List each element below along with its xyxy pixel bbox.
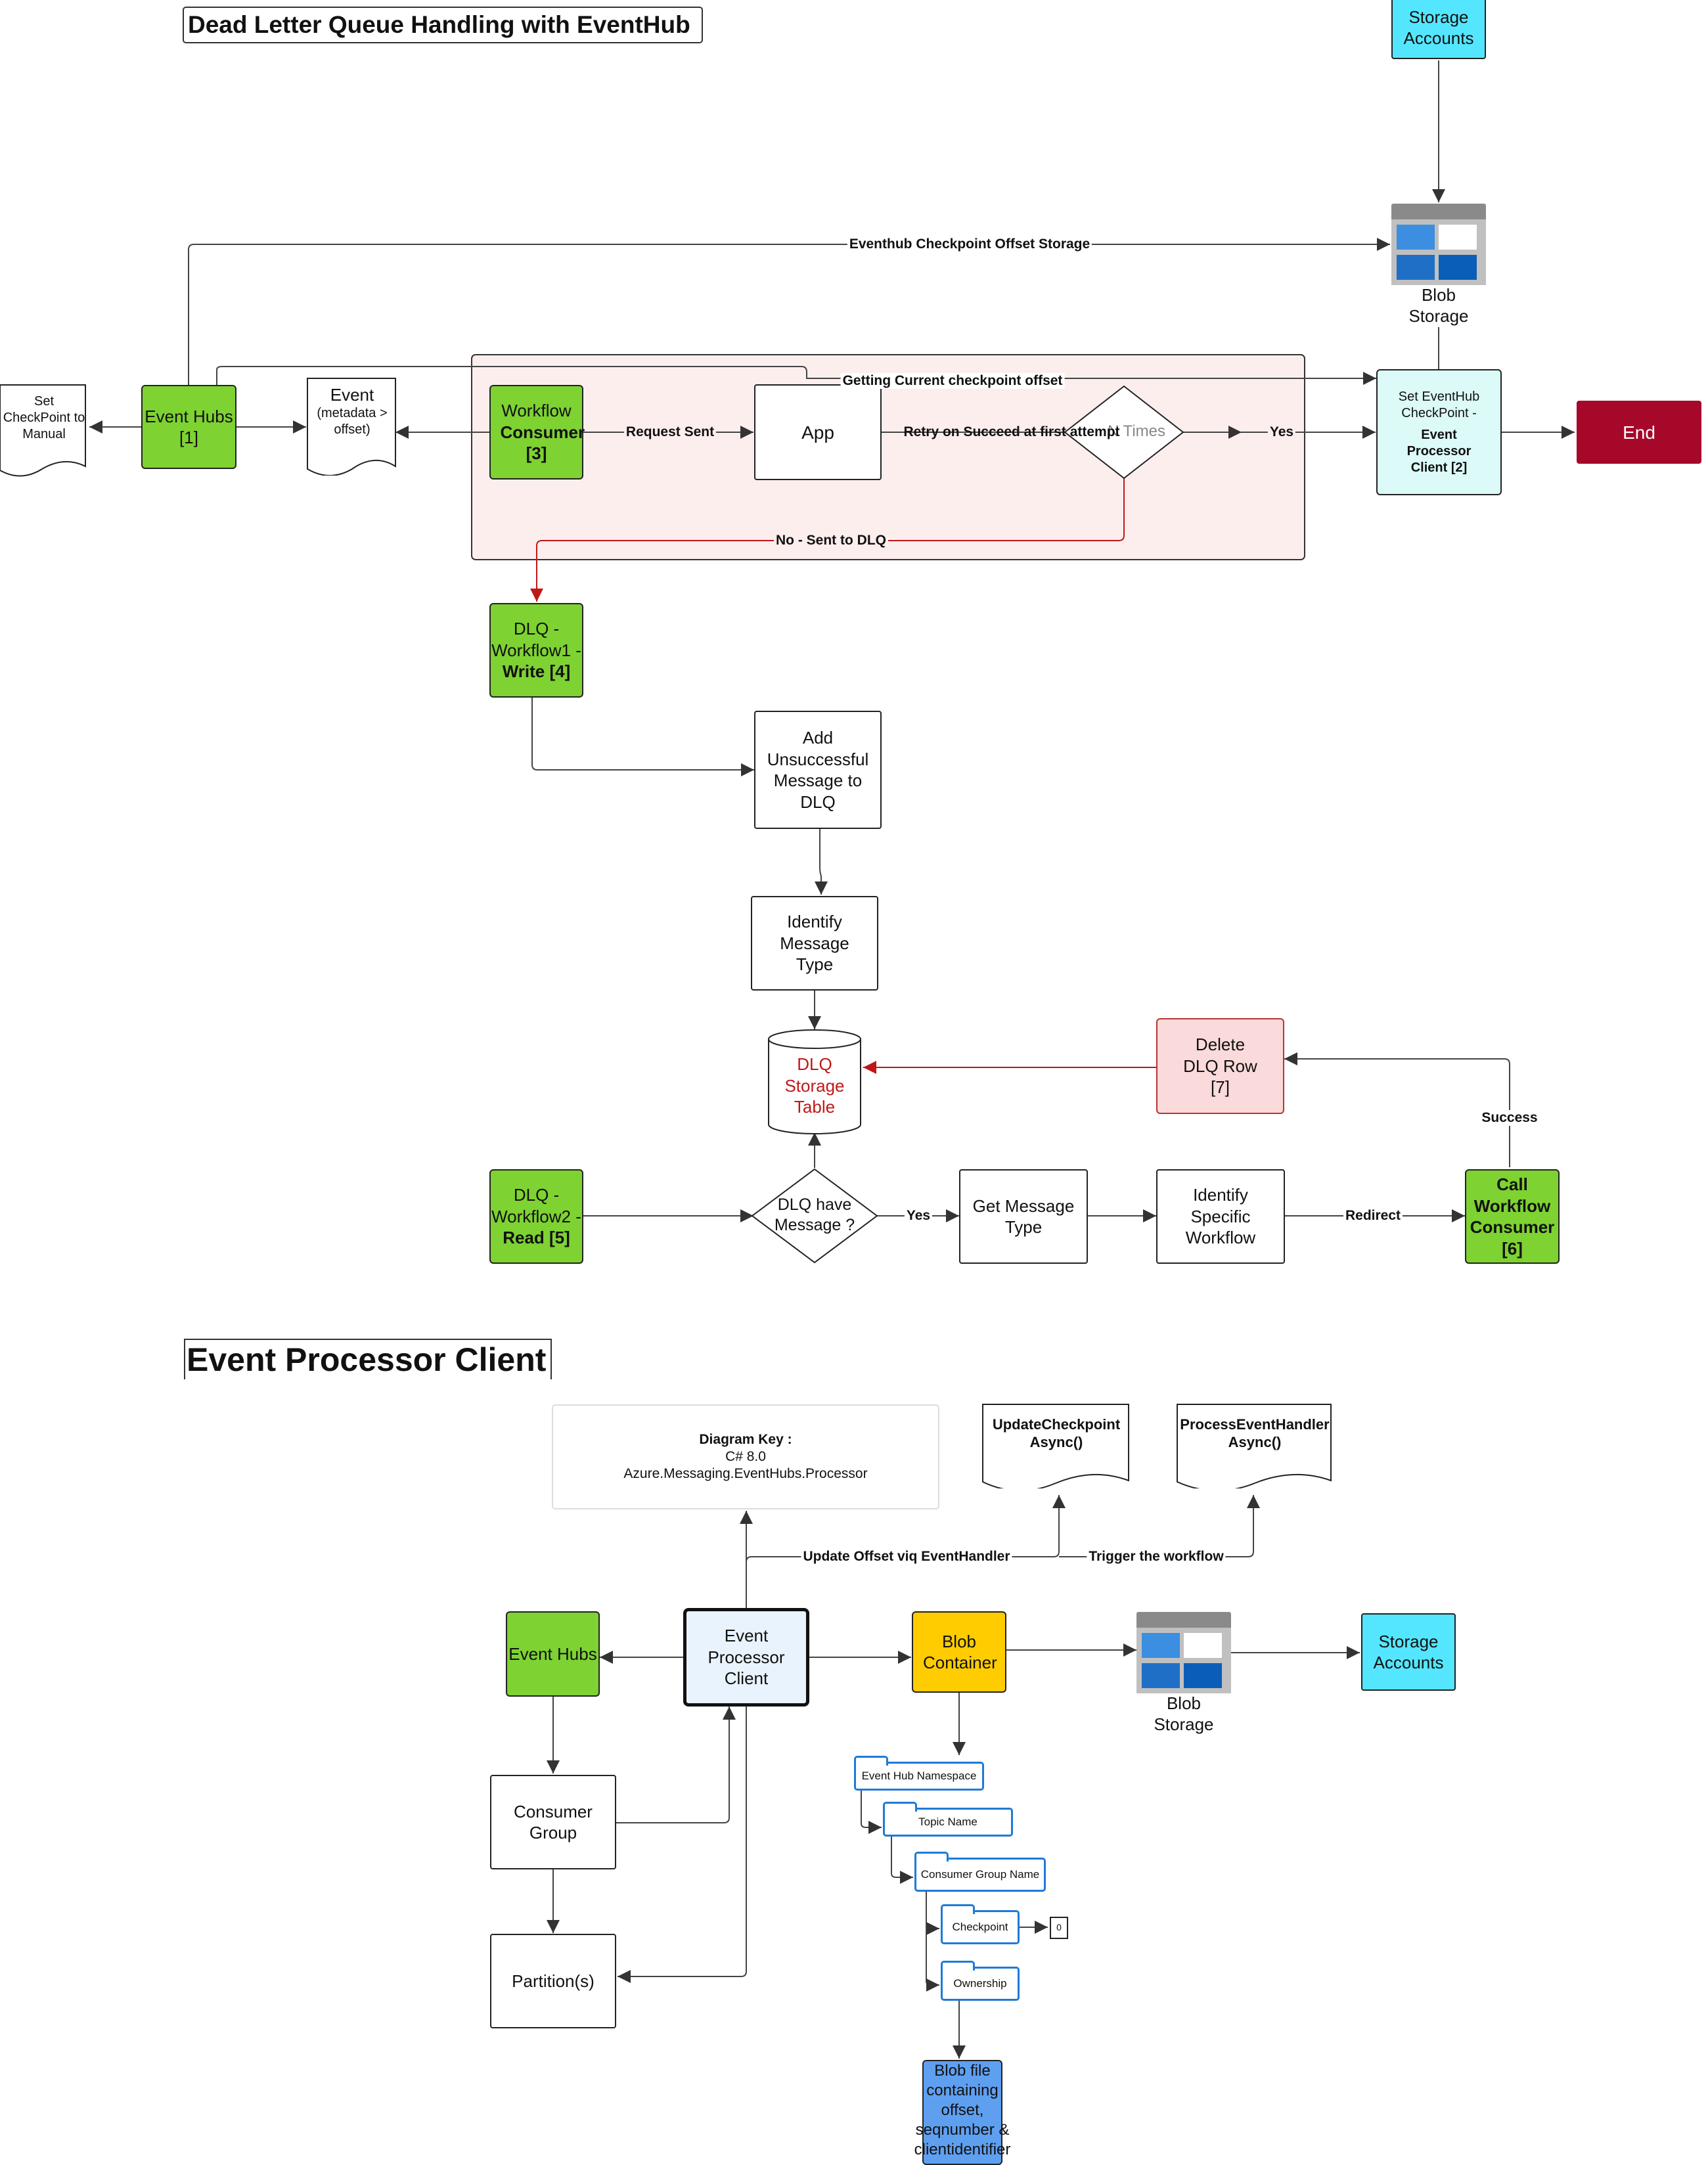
event-hubs-bottom[interactable]: Event Hubs (506, 1611, 600, 1697)
dlq-workflow1-write[interactable]: DLQ - Workflow1 - Write [4] (489, 603, 583, 698)
event-meta-doc-shape (307, 378, 396, 476)
edge-label-request-sent: Request Sent (623, 424, 717, 440)
partitions[interactable]: Partition(s) (490, 1934, 616, 2028)
title-epc: Event Processor Client (184, 1339, 552, 1379)
blob-container[interactable]: Blob Container (912, 1611, 1006, 1693)
process-event-handler-async[interactable]: ProcessEventHandler Async() (1180, 1416, 1330, 1451)
dlq-workflow2-read[interactable]: DLQ - Workflow2 - Read [5] (489, 1169, 583, 1264)
storage-accounts-bottom[interactable]: Storage Accounts (1361, 1613, 1456, 1691)
folder-topic-name[interactable]: Topic Name (883, 1802, 1013, 1837)
folder-consumer-group-name[interactable]: Consumer Group Name (914, 1852, 1046, 1892)
get-message-type[interactable]: Get Message Type (959, 1169, 1088, 1264)
app-box[interactable]: App (754, 384, 882, 480)
edge-label-update-offset: Update Offset viq EventHandler (801, 1549, 1012, 1565)
edge-label-redirect: Redirect (1343, 1208, 1403, 1224)
edge-label-retry: Retry on Succeed at first attempt (903, 424, 1120, 439)
dlq-storage-table[interactable]: DLQ Storage Table (784, 1054, 845, 1117)
edge-label-getting-current: Getting Current checkpoint offset (840, 373, 1065, 389)
blob-storage-label-top: Blob Storage (1408, 284, 1469, 326)
set-checkpoint-doc-shape (0, 384, 86, 477)
consumer-group[interactable]: Consumer Group (490, 1775, 616, 1869)
event-metadata[interactable]: Event (metadata > offset) (317, 384, 388, 437)
identify-message-type[interactable]: Identify Message Type (751, 896, 878, 991)
retry-diamond[interactable]: N Times (1107, 422, 1165, 440)
edge-label-success: Success (1479, 1110, 1540, 1126)
edge-label-yes: Yes (1267, 424, 1296, 440)
folder-event-hub-namespace[interactable]: Event Hub Namespace (854, 1756, 984, 1791)
end-node[interactable]: End (1577, 401, 1701, 464)
diagram-key: Diagram Key : C# 8.0 Azure.Messaging.Eve… (552, 1404, 939, 1509)
event-processor-client[interactable]: Event Processor Client (683, 1608, 809, 1707)
folder-checkpoint[interactable]: Checkpoint (941, 1904, 1020, 1944)
identify-specific-workflow[interactable]: Identify Specific Workflow (1156, 1169, 1285, 1264)
add-unsuccessful-message[interactable]: Add Unsuccessful Message to DLQ (754, 711, 882, 829)
edge-label-trigger: Trigger the workflow (1087, 1549, 1226, 1565)
blob-storage-label-bottom: Blob Storage (1154, 1693, 1214, 1735)
storage-accounts-top[interactable]: Storage Accounts (1391, 0, 1486, 59)
update-checkpoint-async[interactable]: UpdateCheckpoint Async() (992, 1416, 1121, 1451)
dlq-have-diamond-shape (751, 1168, 878, 1264)
blob-storage-icon-bottom (1136, 1612, 1231, 1693)
blob-file-offset[interactable]: Blob file containing offset, seqnumber &… (914, 2060, 1010, 2165)
workflow-consumer[interactable]: Workflow Consumer [3] (489, 385, 585, 480)
update-checkpoint-doc-shape (982, 1404, 1129, 1488)
call-workflow-consumer[interactable]: Call Workflow Consumer [6] (1465, 1169, 1560, 1264)
edge-label-checkpoint-offset: Eventhub Checkpoint Offset Storage (847, 236, 1092, 252)
dlq-storage-cylinder (768, 1029, 861, 1134)
folder-ownership[interactable]: Ownership (941, 1961, 1020, 2001)
process-handler-doc-shape (1177, 1404, 1332, 1488)
set-eventhub-checkpoint[interactable]: Set EventHub CheckPoint - Event Processo… (1376, 369, 1502, 495)
event-hubs-top[interactable]: Event Hubs [1] (141, 385, 236, 469)
file-zero-icon: 0 (1050, 1917, 1068, 1939)
edge-label-yes-2: Yes (904, 1208, 933, 1224)
dlq-have-message[interactable]: DLQ have Message ? (774, 1195, 855, 1234)
set-checkpoint-manual[interactable]: Set CheckPoint to Manual (3, 393, 85, 441)
delete-dlq-row[interactable]: Delete DLQ Row [7] (1156, 1018, 1284, 1114)
title-dlq: Dead Letter Queue Handling with EventHub (183, 7, 703, 43)
retry-diamond-shape (1064, 385, 1184, 480)
edge-label-no-dlq: No - Sent to DLQ (774, 533, 888, 548)
blob-storage-icon-top (1391, 204, 1486, 285)
